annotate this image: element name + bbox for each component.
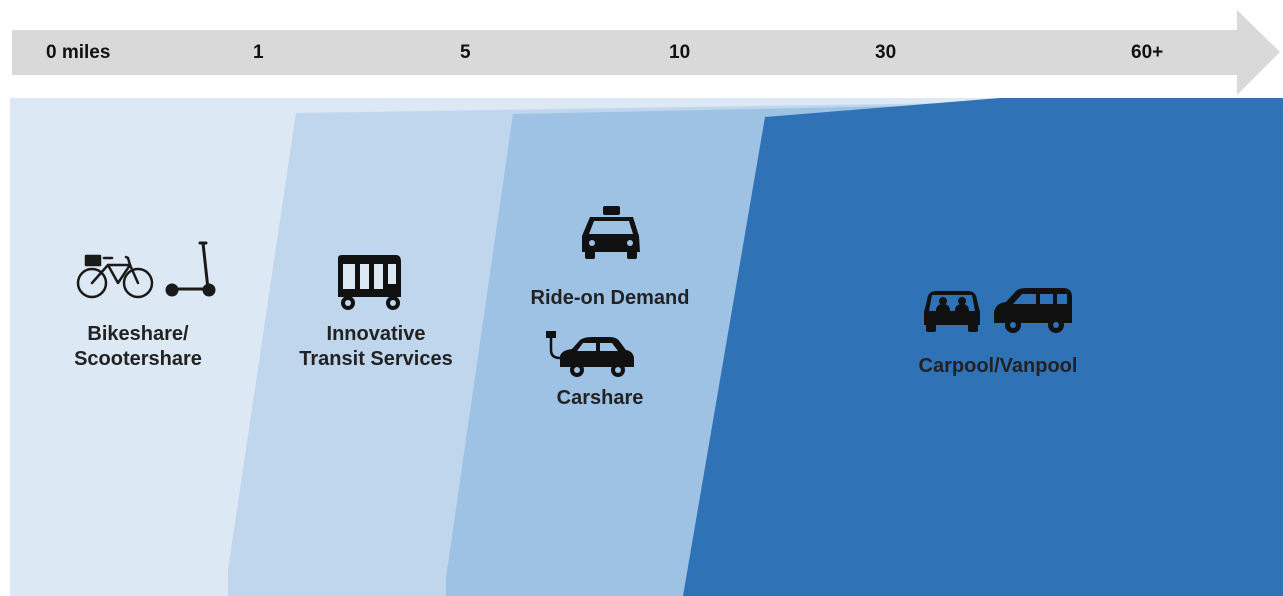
distance-label-5: 5 xyxy=(460,42,471,63)
distance-label-1: 1 xyxy=(253,42,264,63)
innovative-transit-label: Innovative Transit Services xyxy=(281,322,471,372)
bikeshare-label: Bikeshare/ Scootershare xyxy=(48,322,228,372)
bikeshare-label-line2: Scootershare xyxy=(74,348,202,370)
bikeshare-label-line1: Bikeshare/ xyxy=(87,323,189,345)
tuk-tuk-icon xyxy=(338,255,401,310)
ride-on-demand-label: Ride-on Demand xyxy=(530,287,690,309)
scooter-icon xyxy=(165,241,216,297)
distance-label-30: 30 xyxy=(875,42,897,63)
taxi-icon xyxy=(582,206,640,259)
carpool-car-icon xyxy=(924,291,980,332)
carpool-vanpool-label: Carpool/Vanpool xyxy=(918,355,1078,377)
innovative-transit-label-line1: Innovative xyxy=(326,323,426,345)
electric-car-icon xyxy=(546,331,634,377)
distance-label-10: 10 xyxy=(669,42,691,63)
carshare-label: Carshare xyxy=(556,387,644,409)
innovative-transit-label-line2: Transit Services xyxy=(299,348,453,370)
distance-label-0-miles: 0 miles xyxy=(46,42,111,63)
van-icon xyxy=(994,288,1072,333)
distance-label-60-plus: 60+ xyxy=(1131,42,1164,63)
band-carpool-vanpool xyxy=(683,98,1283,596)
distance-arrow xyxy=(12,10,1280,95)
bicycle-icon xyxy=(76,254,154,299)
